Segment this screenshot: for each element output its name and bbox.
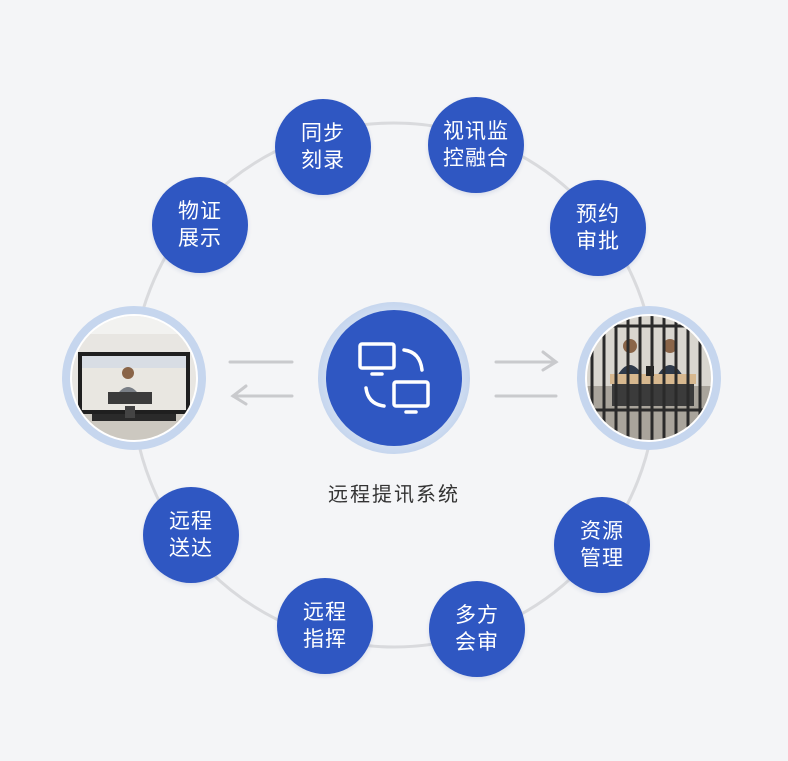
node-label-line2: 管理 bbox=[580, 546, 624, 570]
two-monitors-exchange-icon bbox=[358, 342, 430, 414]
node-video-surveillance-fusion: 视讯监 控融合 bbox=[428, 97, 524, 193]
node-appointment-approval: 预约 审批 bbox=[550, 180, 646, 276]
system-title: 远程提讯系统 bbox=[328, 482, 460, 506]
node-label-line2: 控融合 bbox=[443, 146, 509, 170]
center-hub bbox=[318, 302, 470, 454]
node-label-line1: 多方 bbox=[455, 603, 499, 627]
node-label-line2: 审批 bbox=[576, 229, 620, 253]
node-label-line1: 视讯监 bbox=[443, 119, 509, 143]
detention-cell-officers-photo bbox=[577, 306, 721, 450]
right-exchange-arrows-icon bbox=[494, 350, 559, 398]
node-sync-recording: 同步 刻录 bbox=[275, 99, 371, 195]
interrogation-room-screen-photo bbox=[62, 306, 206, 450]
node-label-line1: 远程 bbox=[303, 600, 347, 624]
node-label-line2: 送达 bbox=[169, 536, 213, 560]
node-evidence-display: 物证 展示 bbox=[152, 177, 248, 273]
node-label-line1: 远程 bbox=[169, 509, 213, 533]
node-label-line2: 展示 bbox=[178, 226, 222, 250]
node-remote-command: 远程 指挥 bbox=[277, 578, 373, 674]
node-label-line2: 会审 bbox=[455, 630, 499, 654]
node-label-line1: 物证 bbox=[178, 199, 222, 223]
node-multi-party-review: 多方 会审 bbox=[429, 581, 525, 677]
node-label-line1: 资源 bbox=[580, 519, 624, 543]
node-label-line2: 刻录 bbox=[301, 148, 345, 172]
node-label-line1: 同步 bbox=[301, 121, 345, 145]
left-exchange-arrows-icon bbox=[228, 360, 294, 406]
node-resource-management: 资源 管理 bbox=[554, 497, 650, 593]
node-label-line1: 预约 bbox=[576, 202, 620, 226]
node-label-line2: 指挥 bbox=[303, 627, 347, 651]
node-remote-delivery: 远程 送达 bbox=[143, 487, 239, 583]
